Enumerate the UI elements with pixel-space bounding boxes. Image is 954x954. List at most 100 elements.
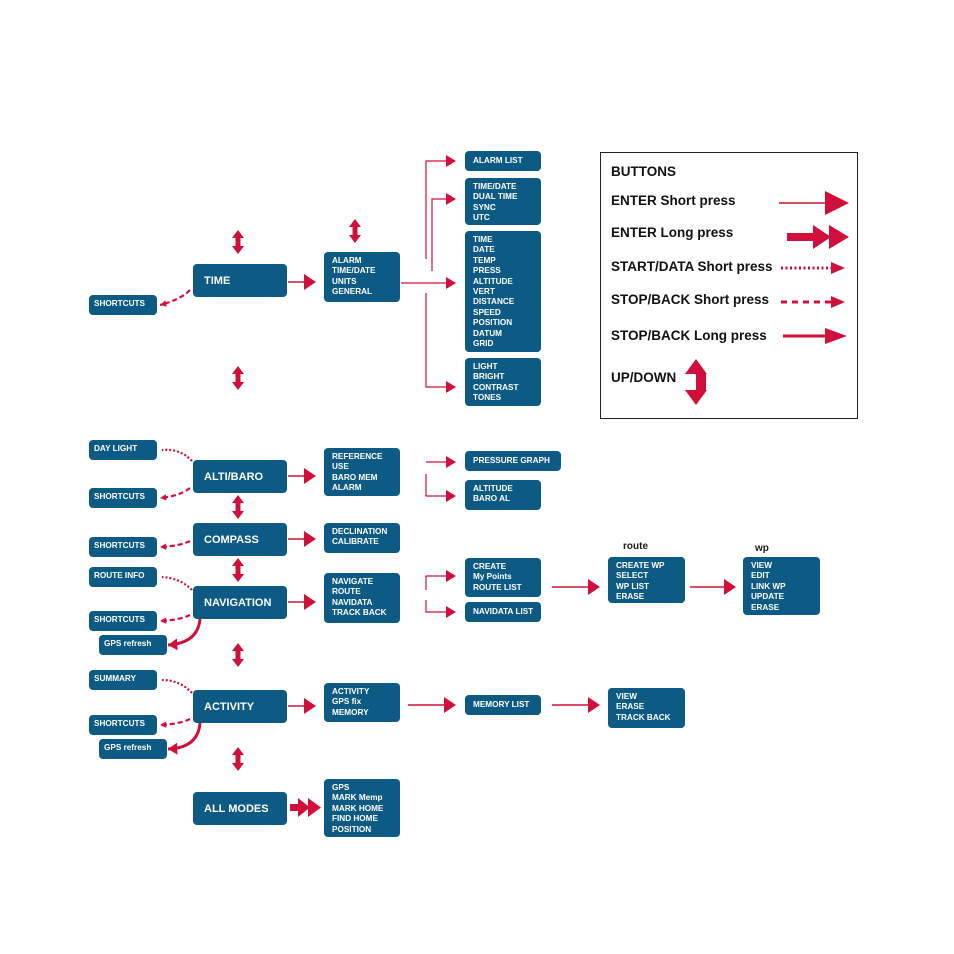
legend-title: BUTTONS (611, 164, 677, 179)
memory-list-box[interactable]: MEMORY LIST (465, 695, 541, 715)
up-down-icon (232, 230, 244, 238)
enter-short-arrowhead (304, 468, 316, 484)
activity-mode-box[interactable]: ACTIVITY (193, 690, 287, 723)
enter-short-arrowhead (304, 594, 316, 610)
enter-short-arrowhead (588, 579, 600, 595)
legend-enter-short: ENTER Short press (611, 193, 736, 208)
up-down-icon (232, 511, 244, 519)
enter-short-connector (425, 575, 446, 590)
menu-item: GRID (473, 339, 494, 349)
alti-baro-mode-box[interactable]: ALTI/BARO (193, 460, 287, 493)
day-light-box[interactable]: DAY LIGHT (89, 440, 157, 460)
legend-start-data-short: START/DATA Short press (611, 259, 773, 274)
summary-box[interactable]: SUMMARY (89, 670, 157, 690)
legend-enter-long: ENTER Long press (611, 225, 734, 240)
menu-item: TIME/DATE (473, 182, 517, 191)
menu-item: PRESS (473, 266, 501, 276)
up-down-icon (232, 574, 244, 582)
menu-item: ALTITUDE (473, 484, 513, 493)
alti-shortcuts-box[interactable]: SHORTCUTS (89, 488, 157, 508)
enter-short-arrowhead (446, 570, 456, 582)
navigation-mode-box[interactable]: NAVIGATION (193, 586, 287, 619)
enter-short-arrowhead (446, 456, 456, 468)
stop-back-arrowhead (160, 543, 167, 550)
time-mode-box[interactable]: TIME (193, 264, 287, 297)
enter-long-arrowhead (298, 798, 310, 817)
start-data-connector (161, 448, 193, 462)
stop-back-long-connector (167, 618, 202, 647)
menu-item: ALARM (332, 483, 362, 493)
enter-short-arrowhead (446, 606, 456, 618)
stop-back-connector (159, 289, 191, 307)
route-info-box[interactable]: ROUTE INFO (89, 567, 157, 587)
menu-item: GENERAL (332, 287, 373, 297)
act-shortcuts-box[interactable]: SHORTCUTS (89, 715, 157, 735)
menu-item: TRACK BACK (332, 608, 387, 618)
enter-short-connector (425, 160, 446, 259)
menu-item: ROUTE LIST (473, 582, 522, 592)
menu-item: SPEED (473, 307, 501, 317)
enter-short-arrowhead (304, 531, 316, 547)
legend-symbols (685, 191, 849, 405)
compass-shortcuts-box[interactable]: SHORTCUTS (89, 537, 157, 557)
compass-mode-box[interactable]: COMPASS (193, 523, 287, 556)
stop-back-arrowhead (160, 300, 167, 307)
menu-item: ALARM LIST (473, 156, 523, 165)
stop-back-long-arrowhead (168, 742, 178, 755)
enter-short-arrowhead (304, 698, 316, 714)
enter-short-connector (425, 474, 446, 497)
stop-back-short-arrow-icon (781, 296, 845, 308)
menu-item: VERT (473, 287, 495, 297)
menu-item: VIEW (616, 692, 637, 701)
up-down-icon (349, 219, 361, 227)
enter-short-arrow-icon (779, 191, 849, 215)
navidata-list-box[interactable]: NAVIDATA LIST (465, 602, 541, 622)
menu-item: FIND HOME (332, 814, 378, 824)
menu-item: MEMORY (332, 707, 369, 717)
up-down-icon (232, 558, 244, 566)
enter-short-arrowhead (304, 274, 316, 290)
up-down-arrow-icon (685, 359, 707, 405)
up-down-icon (235, 754, 241, 764)
act-gps-refresh-box[interactable]: GPS refresh (99, 739, 167, 759)
legend-stop-back-long: STOP/BACK Long press (611, 328, 767, 343)
menu-item: BARO AL (473, 494, 510, 504)
stop-back-arrowhead (160, 721, 167, 728)
menu-item: TONES (473, 393, 502, 403)
enter-short-arrowhead (446, 490, 456, 502)
menu-item: UNITS (332, 276, 357, 286)
stop-back-long-arrow-icon (783, 328, 847, 344)
up-down-icon (235, 373, 241, 383)
alarm-list-box[interactable]: ALARM LIST (465, 151, 541, 171)
up-down-icon (349, 235, 361, 243)
wp-label: wp (755, 543, 769, 554)
menu-item: GPS fix (332, 697, 362, 707)
time-shortcuts-box[interactable]: SHORTCUTS (89, 295, 157, 315)
nav-gps-refresh-box[interactable]: GPS refresh (99, 635, 167, 655)
up-down-icon (232, 747, 244, 755)
menu-item: MARK Memp (332, 793, 383, 803)
menu-item: MEMORY LIST (473, 700, 530, 709)
menu-item: DISTANCE (473, 297, 515, 307)
all-modes-box[interactable]: ALL MODES (193, 792, 287, 825)
menu-item: PRESSURE GRAPH (473, 456, 550, 465)
pressure-graph-box[interactable]: PRESSURE GRAPH (465, 451, 561, 471)
menu-item: ERASE (616, 702, 645, 712)
nav-shortcuts-box[interactable]: SHORTCUTS (89, 611, 157, 631)
menu-item: USE (332, 462, 349, 472)
up-down-icon (235, 650, 241, 660)
